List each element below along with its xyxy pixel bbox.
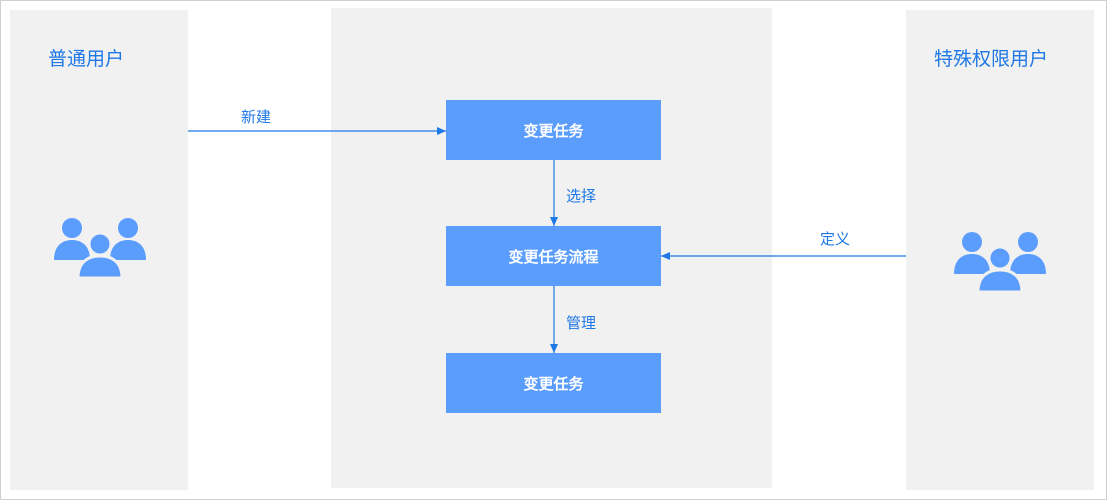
change-task-node-bottom: 变更任务 [446,353,661,413]
user-group-icon [954,232,1046,294]
change-task-node-label: 变更任务 [523,121,584,140]
user-group-icon [54,218,146,280]
change-task-flow-node: 变更任务流程 [446,226,661,286]
privileged-user-title: 特殊权限用户 [934,48,1049,70]
define-label: 定义 [820,230,851,248]
create-label: 新建 [241,108,272,126]
change-task-node-bottom-label: 变更任务 [523,374,584,393]
select-label: 选择 [566,187,597,205]
change-task-node: 变更任务 [446,100,661,160]
manage-label: 管理 [566,314,597,332]
ordinary-user-title: 普通用户 [48,48,125,70]
change-task-flow-node-label: 变更任务流程 [508,247,599,266]
